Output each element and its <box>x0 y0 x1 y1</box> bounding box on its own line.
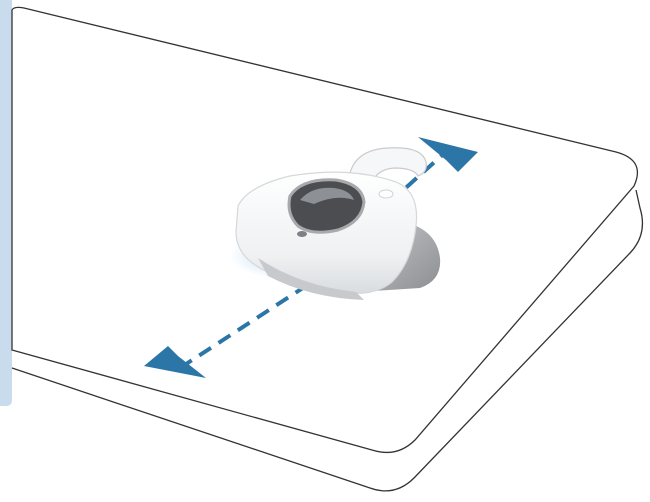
callout-panel <box>0 0 12 400</box>
device-button <box>379 190 393 198</box>
callout-panel-corner <box>0 392 12 406</box>
device-logo <box>297 231 307 237</box>
